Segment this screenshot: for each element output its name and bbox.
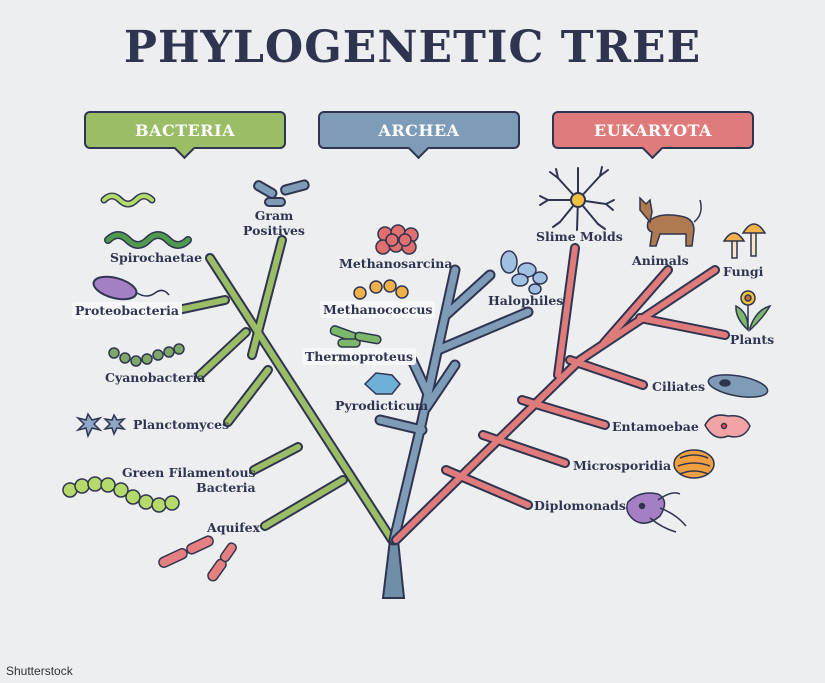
- label-ciliates: Ciliates: [652, 379, 706, 394]
- methanococcus-illustration: [353, 279, 409, 300]
- green-filamentous-illustration: [62, 476, 180, 513]
- label-cyanobacteria: Cyanobacteria: [105, 370, 206, 385]
- label-animals: Animals: [632, 253, 689, 268]
- domain-bacteria-label: BACTERIA: [84, 111, 286, 160]
- label-spirochaetae: Spirochaetae: [110, 250, 203, 265]
- slime-molds-illustration: [539, 166, 615, 231]
- page-title: PHYLOGENETIC TREE: [123, 22, 702, 73]
- tree-trunk: [381, 539, 406, 599]
- plants-illustration: [735, 290, 772, 332]
- label-gram-positives: Gram Positives: [243, 208, 305, 238]
- planctomyces-illustration: [75, 412, 127, 439]
- microsporidia-illustration: [673, 449, 715, 479]
- domain-archea-label: ARCHEA: [318, 111, 520, 160]
- gram-positives-illustration: [253, 179, 310, 207]
- label-methanosarcina: Methanosarcina: [339, 256, 453, 271]
- pyrodicticum-illustration: [363, 372, 401, 395]
- thermoproteus-illustration: [329, 325, 382, 348]
- label-microsporidia: Microsporidia: [573, 458, 672, 473]
- ciliates-illustration: [707, 374, 769, 398]
- label-thermoproteus: Thermoproteus: [302, 348, 417, 365]
- proteobacteria-illustration: [92, 275, 170, 301]
- label-halophiles: Halophiles: [488, 293, 564, 308]
- methanosarcina-illustration: [375, 224, 419, 255]
- domain-eukaryota-label: EUKARYOTA: [552, 111, 754, 160]
- label-pyrodicticum: Pyrodicticum: [335, 398, 429, 413]
- label-entamoebae: Entamoebae: [612, 419, 699, 434]
- domain-bacteria-text: BACTERIA: [135, 120, 235, 140]
- entamoebae-illustration: [704, 414, 751, 439]
- label-aquifex: Aquifex: [207, 520, 261, 535]
- image-credit: Shutterstock: [6, 664, 73, 678]
- label-plants: Plants: [730, 332, 775, 347]
- label-green-filamentous-bacteria: Green Filamentous Bacteria: [122, 465, 256, 495]
- label-proteobacteria: Proteobacteria: [72, 302, 182, 319]
- label-fungi: Fungi: [723, 264, 764, 279]
- animals-illustration: [639, 196, 702, 247]
- aquifex-illustration: [158, 535, 238, 582]
- label-slime-molds: Slime Molds: [536, 229, 623, 244]
- domain-archea-text: ARCHEA: [378, 120, 460, 140]
- label-planctomyces: Planctomyces: [133, 417, 230, 432]
- spirochaetae-illustration: [100, 192, 192, 249]
- label-methanococcus: Methanococcus: [320, 301, 436, 318]
- label-diplomonads: Diplomonads: [534, 498, 626, 513]
- diplomonads-illustration: [626, 492, 687, 533]
- archea-branch: [374, 264, 534, 546]
- bacteria-branch: [173, 235, 397, 545]
- fungi-illustration: [722, 223, 767, 259]
- cyanobacteria-illustration: [108, 343, 185, 367]
- domain-eukaryota-text: EUKARYOTA: [594, 120, 712, 140]
- halophiles-illustration: [500, 250, 548, 295]
- eukaryota-branch: [391, 243, 730, 545]
